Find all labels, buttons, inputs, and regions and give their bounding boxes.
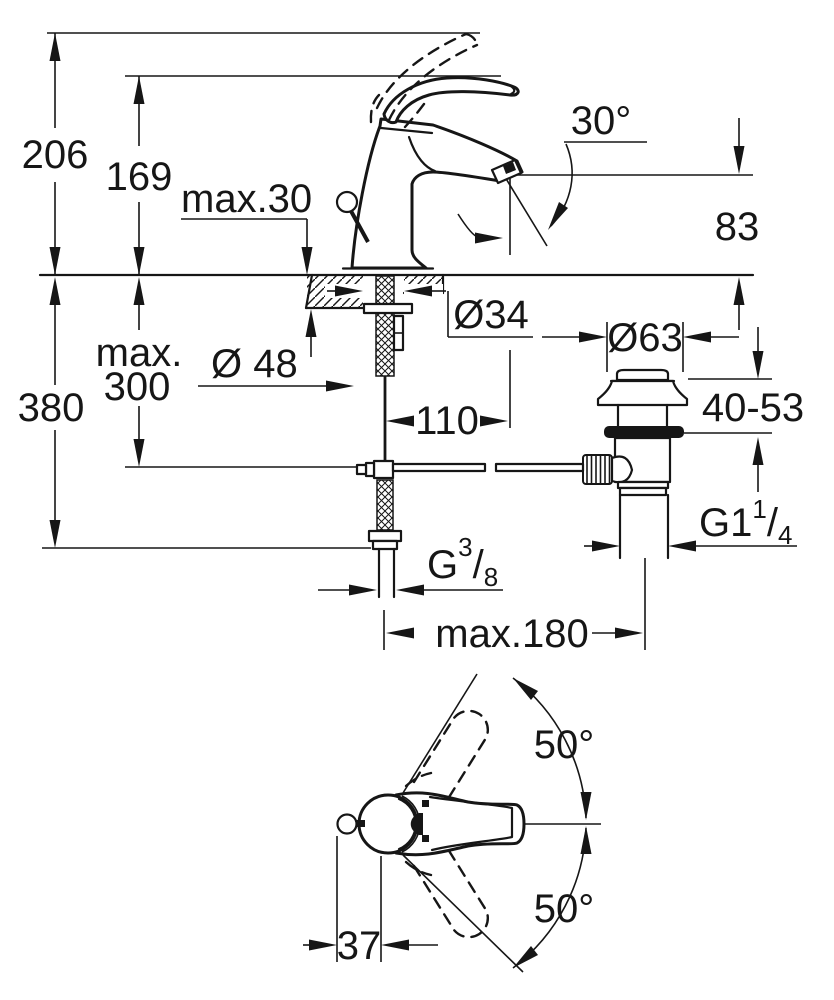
dim-max180-label: max.180 (435, 612, 588, 656)
horizontal-rod-right (494, 462, 585, 473)
dim-max300: max. 300 (96, 277, 183, 467)
lever-raised-dashed (375, 32, 468, 110)
dim-g38: G3/8 (318, 532, 503, 596)
waste-plug-cap (615, 368, 670, 382)
dim-50deg-lower-label: 50° (534, 887, 595, 931)
dim-83: 83 (715, 118, 760, 330)
faucet-body (350, 117, 524, 270)
dim-50deg-upper-label: 50° (534, 723, 595, 767)
popup-waste (582, 368, 689, 650)
pull-rod-upper (349, 210, 370, 243)
dim-max300-label-line2: 300 (104, 365, 171, 409)
dim-g38-label: G3/8 (427, 532, 498, 592)
horizontal-rod-left (391, 462, 487, 473)
dim-380: 380 (18, 277, 85, 548)
dim-83-label: 83 (715, 205, 760, 249)
dim-max180: max.180 (386, 612, 643, 656)
hose-nut (367, 529, 403, 543)
dim-169-label: 169 (106, 155, 173, 199)
dim-169: 169 (106, 76, 173, 275)
dim-dia63-label: Ø63 (607, 316, 683, 360)
dim-dia48-label: Ø 48 (211, 342, 298, 386)
reference-lines (38, 32, 755, 549)
body-plan (357, 793, 419, 855)
dim-110-label: 110 (415, 399, 479, 443)
handle-swivel-dashed (404, 709, 489, 939)
dim-380-label: 380 (18, 386, 85, 430)
dim-30deg: 30° (457, 99, 632, 255)
faucet-plan-view: 50° 50° 37 (303, 673, 601, 973)
dim-max30: max.30 (181, 177, 317, 357)
dim-37: 37 (303, 836, 438, 968)
waste-knob (582, 454, 613, 485)
rubber-washer (604, 426, 684, 438)
dim-30deg-label: 30° (571, 99, 632, 143)
flex-hose (376, 479, 394, 531)
dim-dia63: Ø63 (542, 316, 739, 372)
rod-knob-plan (336, 813, 358, 835)
handle-mark (410, 813, 423, 835)
threaded-shank (375, 275, 395, 377)
dim-40-53: 40-53 (684, 327, 804, 492)
dim-110: 110 (386, 350, 511, 443)
dim-206: 206 (22, 33, 89, 275)
dim-50deg-upper: 50° (512, 677, 595, 820)
dim-37-label: 37 (337, 924, 382, 968)
dim-g114-label: G11/4 (699, 494, 792, 550)
pull-rod-knob (335, 190, 359, 214)
dim-dia34: Ø34 (325, 284, 533, 338)
dim-40-53-label: 40-53 (702, 386, 804, 430)
dim-g114: G11/4 (584, 494, 797, 552)
faucet-side-view (335, 32, 524, 270)
dim-max30-label: max.30 (181, 177, 312, 221)
dim-dia34-label: Ø34 (453, 293, 529, 337)
mounting-nut (362, 302, 414, 315)
rod-tee-joint (372, 459, 395, 480)
dim-dia48: Ø 48 (198, 342, 354, 392)
dim-50deg-lower: 50° (512, 826, 595, 969)
waste-flange (596, 379, 689, 407)
dim-206-label: 206 (22, 133, 89, 177)
lever-handle (382, 76, 520, 125)
dim-max300-label-line1: max. (96, 331, 183, 375)
